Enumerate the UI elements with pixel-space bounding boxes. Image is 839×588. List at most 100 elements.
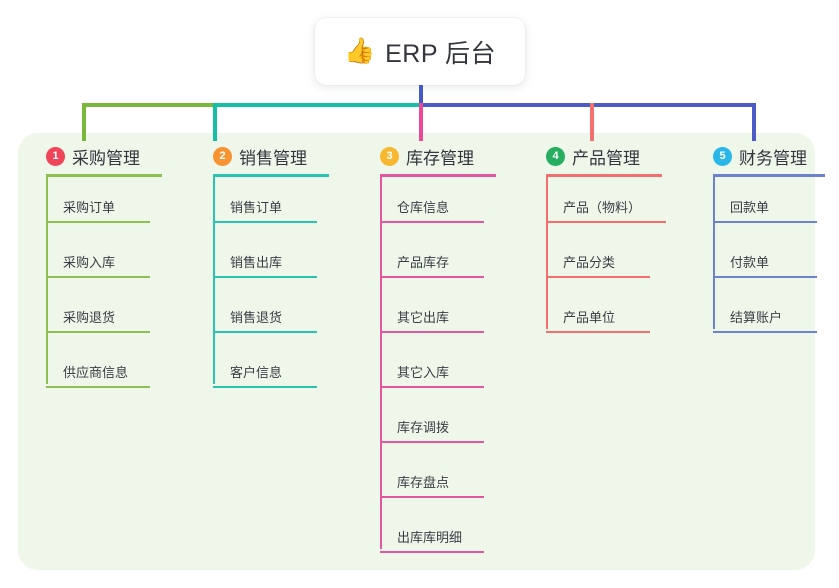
branch-leaf-rule — [546, 331, 650, 333]
root-node-label: ERP 后台 — [385, 39, 497, 68]
branch-title: 采购管理 — [72, 148, 140, 168]
branch-leaf-item[interactable]: 采购入库 — [46, 255, 150, 278]
branch-leaf-label: 采购订单 — [63, 200, 116, 215]
branch-leaf-rule — [380, 496, 484, 498]
branch-title: 财务管理 — [739, 148, 807, 168]
branch-leaf-rule — [546, 276, 650, 278]
branch-title: 库存管理 — [406, 148, 474, 168]
branch-number-badge: 3 — [380, 146, 399, 166]
branch-leaf-rule — [213, 331, 317, 333]
branch-leaf-label: 结算账户 — [730, 310, 783, 325]
branch-leaf-item[interactable]: 仓库信息 — [380, 200, 484, 223]
branch-spine — [713, 177, 715, 329]
branch-leaf-item[interactable]: 结算账户 — [713, 310, 817, 333]
branch-leaf-rule — [46, 331, 150, 333]
branch-spine — [380, 177, 382, 549]
branch-leaf-label: 库存盘点 — [397, 475, 450, 490]
branch-leaf-label: 销售订单 — [230, 200, 283, 215]
branch-leaf-label: 回款单 — [730, 200, 770, 215]
branch-leaf-rule — [213, 276, 317, 278]
branch-leaf-label: 库存调拨 — [397, 420, 450, 435]
branch-leaf-label: 采购入库 — [63, 255, 116, 270]
bus-segment-green — [82, 103, 215, 107]
branch-drop-1 — [82, 103, 86, 141]
branch-leaf-item[interactable]: 产品单位 — [546, 310, 650, 333]
branch-spine — [213, 177, 215, 384]
root-node-card[interactable]: 👍 ERP 后台 — [315, 18, 525, 85]
branch-leaf-rule — [46, 276, 150, 278]
branch-leaf-label: 出库库明细 — [397, 530, 463, 545]
branch-leaf-label: 产品单位 — [563, 310, 616, 325]
branch-leaf-item[interactable]: 客户信息 — [213, 365, 317, 388]
branch-leaf-item[interactable]: 库存盘点 — [380, 475, 484, 498]
branch-leaf-label: 产品分类 — [563, 255, 616, 270]
branch-column-4: 4 产品管理产品（物料） 产品分类产品单位 — [530, 143, 666, 333]
branch-leaf-rule — [380, 331, 484, 333]
branch-title: 产品管理 — [572, 148, 640, 168]
branch-leaf-label: 销售退货 — [230, 310, 283, 325]
branch-header-1[interactable]: 1 采购管理 — [30, 143, 140, 169]
branch-drop-4 — [590, 103, 594, 141]
branch-leaf-item[interactable]: 销售退货 — [213, 310, 317, 333]
branch-header-5[interactable]: 5 财务管理 — [697, 143, 807, 169]
branch-leaf-item[interactable]: 采购订单 — [46, 200, 150, 223]
branch-leaf-rule — [380, 551, 484, 553]
branch-leaf-label: 产品库存 — [397, 255, 450, 270]
branch-leaf-rule — [46, 221, 150, 223]
thumbs-up-icon: 👍 — [343, 37, 376, 65]
bus-segment-teal — [213, 103, 422, 107]
branch-header-4[interactable]: 4 产品管理 — [530, 143, 640, 169]
branch-drop-3 — [419, 103, 423, 141]
branch-leaf-item[interactable]: 回款单 — [713, 200, 817, 223]
branch-header-rule — [213, 174, 329, 177]
branch-leaf-rule — [380, 441, 484, 443]
branch-number-badge: 4 — [546, 146, 565, 166]
branch-leaf-item[interactable]: 出库库明细 — [380, 530, 484, 553]
branch-leaf-rule — [713, 221, 817, 223]
branch-leaf-item[interactable]: 销售出库 — [213, 256, 317, 278]
branch-leaf-label: 其它入库 — [397, 365, 450, 380]
branch-leaf-item[interactable]: 产品库存 — [380, 255, 484, 278]
branch-leaf-item[interactable]: 库存调拨 — [380, 420, 484, 443]
branch-leaf-item[interactable]: 销售订单 — [213, 200, 317, 223]
branch-leaf-rule — [546, 221, 666, 223]
branch-leaf-item[interactable]: 产品（物料） — [546, 200, 666, 223]
branch-leaf-rule — [213, 221, 317, 223]
branch-column-5: 5 财务管理回款单付款单结算账户 — [697, 143, 825, 333]
branch-leaf-rule — [713, 331, 817, 333]
branch-header-rule — [46, 174, 162, 177]
branch-leaf-rule — [380, 386, 484, 388]
branch-header-rule — [380, 174, 496, 177]
branch-header-3[interactable]: 3 库存管理 — [364, 143, 474, 169]
bus-segment-blue — [419, 103, 756, 107]
branch-spine — [546, 177, 548, 329]
branch-number-badge: 5 — [713, 146, 732, 166]
branch-leaf-item[interactable]: 付款单 — [713, 255, 817, 278]
branch-column-3: 3 库存管理仓库信息产品库存其它出库其它入库库存调拨库存盘点出库库明细 — [364, 143, 496, 553]
branch-leaf-rule — [46, 386, 150, 388]
branch-number-badge: 1 — [46, 146, 65, 166]
branch-leaf-item[interactable]: 供应商信息 — [46, 365, 150, 388]
branch-column-1: 1 采购管理采购订单采购入库采购退货供应商信息 — [30, 143, 162, 388]
branch-header-rule — [713, 174, 825, 177]
branch-leaf-label: 付款单 — [730, 255, 770, 270]
branch-leaf-label: 供应商信息 — [63, 365, 129, 380]
branch-leaf-item[interactable]: 产品分类 — [546, 255, 650, 278]
branch-leaf-rule — [380, 276, 484, 278]
branch-leaf-label: 产品（物料） — [563, 200, 642, 215]
branch-leaf-item[interactable]: 其它出库 — [380, 310, 484, 333]
branch-leaf-label: 采购退货 — [63, 310, 116, 325]
branch-number-badge: 2 — [213, 146, 232, 166]
branch-leaf-label: 仓库信息 — [397, 200, 450, 215]
branch-leaf-label: 客户信息 — [230, 365, 283, 380]
branch-leaf-item[interactable]: 其它入库 — [380, 365, 484, 388]
branch-leaf-rule — [380, 221, 484, 223]
branch-spine — [46, 177, 48, 384]
branch-drop-5 — [752, 103, 756, 141]
branch-leaf-label: 其它出库 — [397, 310, 450, 325]
branch-leaf-item[interactable]: 采购退货 — [46, 310, 150, 333]
root-stem-connector — [419, 85, 423, 107]
branch-leaf-rule — [213, 386, 317, 388]
